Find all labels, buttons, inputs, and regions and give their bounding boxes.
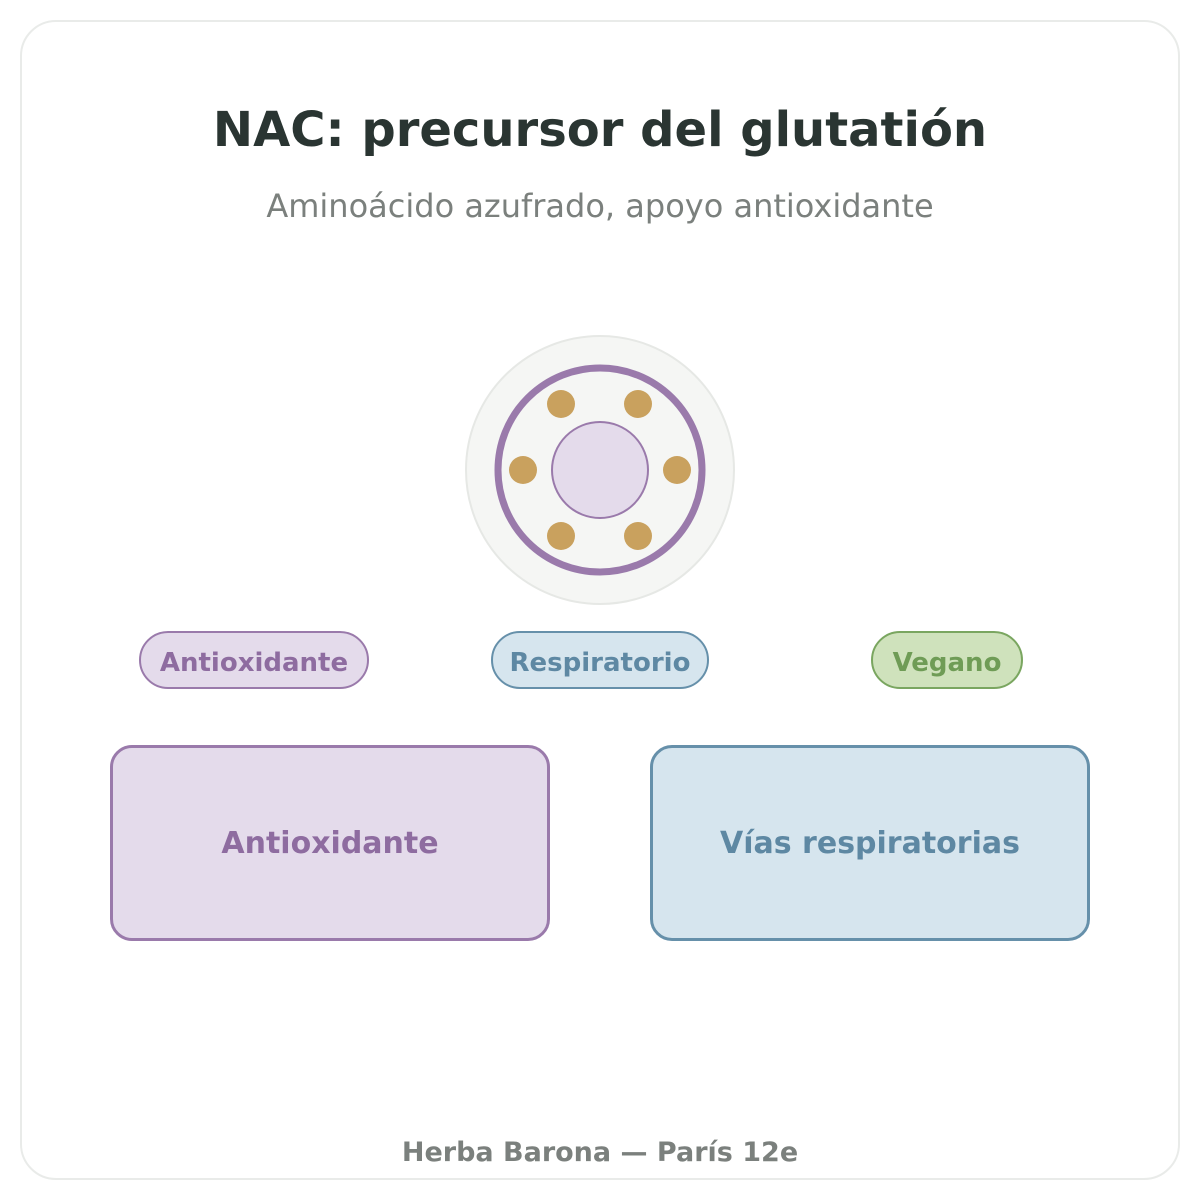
- tag-respiratory: Respiratorio: [491, 631, 709, 689]
- page-title: NAC: precursor del glutatión: [212, 102, 988, 158]
- emblem-dot: [547, 522, 575, 550]
- emblem-core: [551, 421, 649, 519]
- emblem-dot: [624, 390, 652, 418]
- emblem-dot: [547, 390, 575, 418]
- emblem-dot: [663, 456, 691, 484]
- molecule-emblem-icon: [465, 335, 735, 605]
- benefit-label: Vías respiratorias: [720, 825, 1020, 861]
- tag-vegan: Vegano: [871, 631, 1023, 689]
- emblem-ring: [494, 364, 706, 576]
- benefit-label: Antioxidante: [221, 825, 439, 861]
- benefit-antioxidant: Antioxidante: [110, 745, 550, 941]
- benefit-airways: Vías respiratorias: [650, 745, 1090, 941]
- emblem-dot: [624, 522, 652, 550]
- emblem-dot: [509, 456, 537, 484]
- footer-brand: Herba Barona — París 12e: [401, 1137, 799, 1168]
- page-subtitle: Aminoácido azufrado, apoyo antioxidante: [266, 187, 934, 225]
- tag-antioxidant: Antioxidante: [139, 631, 369, 689]
